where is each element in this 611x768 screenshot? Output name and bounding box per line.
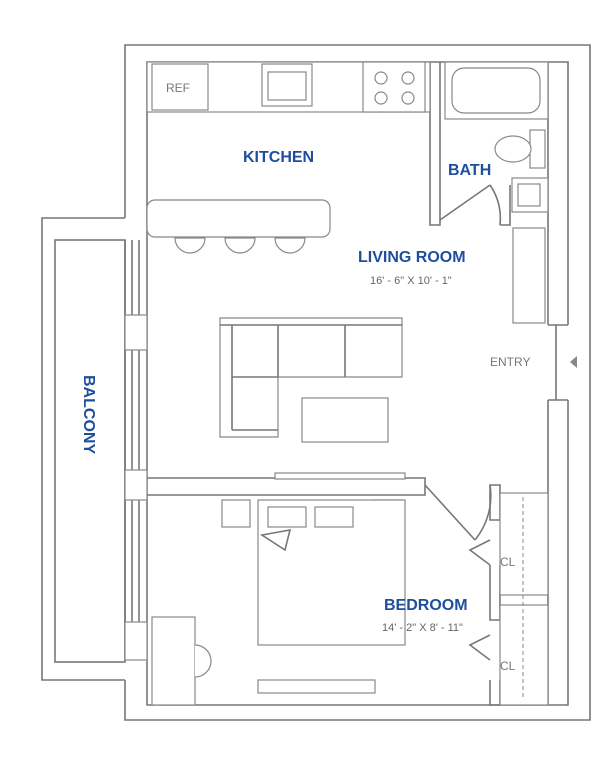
bench [257, 679, 376, 694]
kitchen: REF KITCHEN [146, 61, 431, 254]
closet [499, 604, 549, 706]
bedroom-dimensions: 14' - 2" X 8' - 11" [382, 622, 463, 634]
living-room-dimensions: 16' - 6" X 10' - 1" [370, 275, 452, 287]
kitchen-label: KITCHEN [243, 149, 314, 166]
entry-arrow-icon [570, 356, 577, 368]
cabinet [512, 227, 546, 324]
refrigerator [151, 63, 209, 111]
ref-label: REF [166, 81, 190, 95]
bath-door[interactable] [439, 184, 491, 221]
closet-label: CL [500, 555, 516, 569]
entry-label: ENTRY [490, 355, 530, 369]
stool [174, 237, 206, 254]
closet [499, 492, 549, 596]
stool [274, 237, 306, 254]
stool [224, 237, 256, 254]
kitchen-island [146, 199, 331, 238]
bath-label: BATH [448, 162, 491, 179]
coffee-table [301, 397, 389, 443]
bath: BATH [444, 61, 549, 213]
bedroom-door[interactable] [424, 484, 476, 541]
toilet [529, 129, 546, 169]
bedroom: CL CL BEDROOM 14' - 2" X 8' - 11" [151, 492, 549, 706]
balcony-label: BALCONY [80, 375, 97, 454]
desk [151, 616, 196, 706]
living-room-label: LIVING ROOM [358, 249, 466, 266]
bedroom-label: BEDROOM [384, 597, 468, 614]
closet-label: CL [500, 659, 516, 673]
living-room: LIVING ROOM 16' - 6" X 10' - 1" ENTRY [219, 227, 577, 480]
tv-console [274, 472, 406, 480]
stove [362, 61, 426, 113]
nightstand [221, 499, 251, 528]
desk-chair [194, 644, 212, 678]
